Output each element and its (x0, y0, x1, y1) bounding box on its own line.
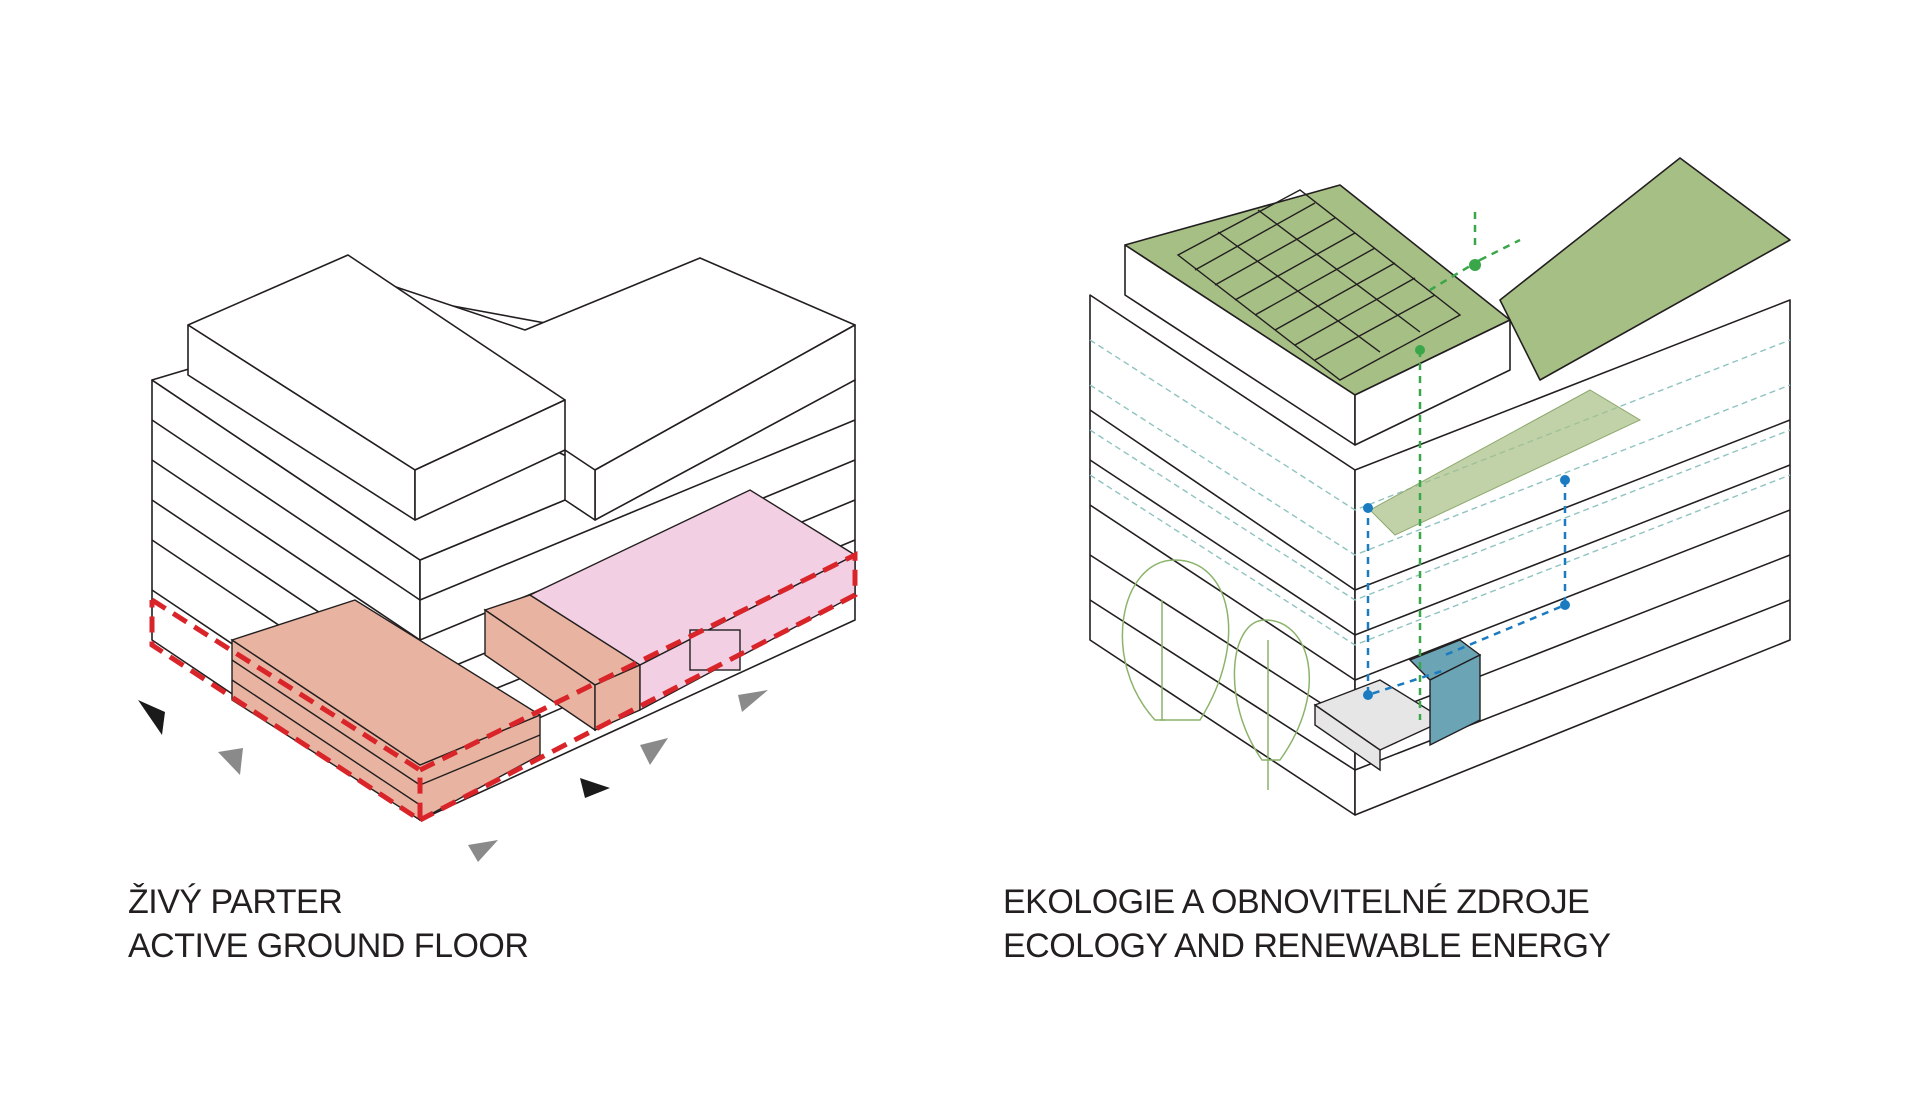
commercial-block-top (230, 599, 542, 766)
water-node-4 (1363, 690, 1373, 700)
water-node-1 (1363, 503, 1373, 513)
entrance-marker-grey-1 (218, 748, 243, 775)
caption-right-cz: EKOLOGIE A OBNOVITELNÉ ZDROJE (1003, 883, 1590, 921)
trees (1121, 559, 1311, 790)
green-terrace (1369, 389, 1642, 536)
entrance-marker-grey-3 (640, 738, 668, 765)
caption-right-en: ECOLOGY AND RENEWABLE ENERGY (1003, 927, 1611, 965)
green-roof-right (1499, 157, 1791, 381)
entrance-marker-grey-4 (738, 690, 768, 712)
glass-floors (1089, 339, 1791, 646)
water-node-3 (1560, 600, 1570, 610)
public-block-door (689, 629, 741, 671)
caption-left-cz: ŽIVÝ PARTER (128, 883, 343, 921)
caption-active-ground-floor: ŽIVÝ PARTER ACTIVE GROUND FLOOR (128, 880, 529, 968)
entrance-marker-black-2 (580, 778, 610, 798)
solar-panels (1176, 189, 1462, 381)
ground-floor-outline (149, 550, 858, 825)
water-loop (1366, 480, 1567, 697)
green-energy-line (1418, 210, 1521, 720)
utility-room (1313, 639, 1482, 772)
tower-floor-lines (1089, 409, 1791, 771)
roof-block-side (1354, 319, 1511, 446)
entrance-marker-grey-2 (468, 840, 498, 862)
upper-block-mid-side (564, 449, 596, 521)
caption-left-en: ACTIVE GROUND FLOOR (128, 927, 529, 965)
public-volume (528, 489, 857, 712)
green-node-top (1469, 259, 1481, 271)
entrance-markers (138, 690, 768, 862)
water-node-2 (1560, 475, 1570, 485)
green-node-mid (1415, 345, 1425, 355)
caption-ecology: EKOLOGIE A OBNOVITELNÉ ZDROJE ECOLOGY AN… (1003, 880, 1611, 968)
entrance-marker-black-1 (138, 700, 165, 735)
